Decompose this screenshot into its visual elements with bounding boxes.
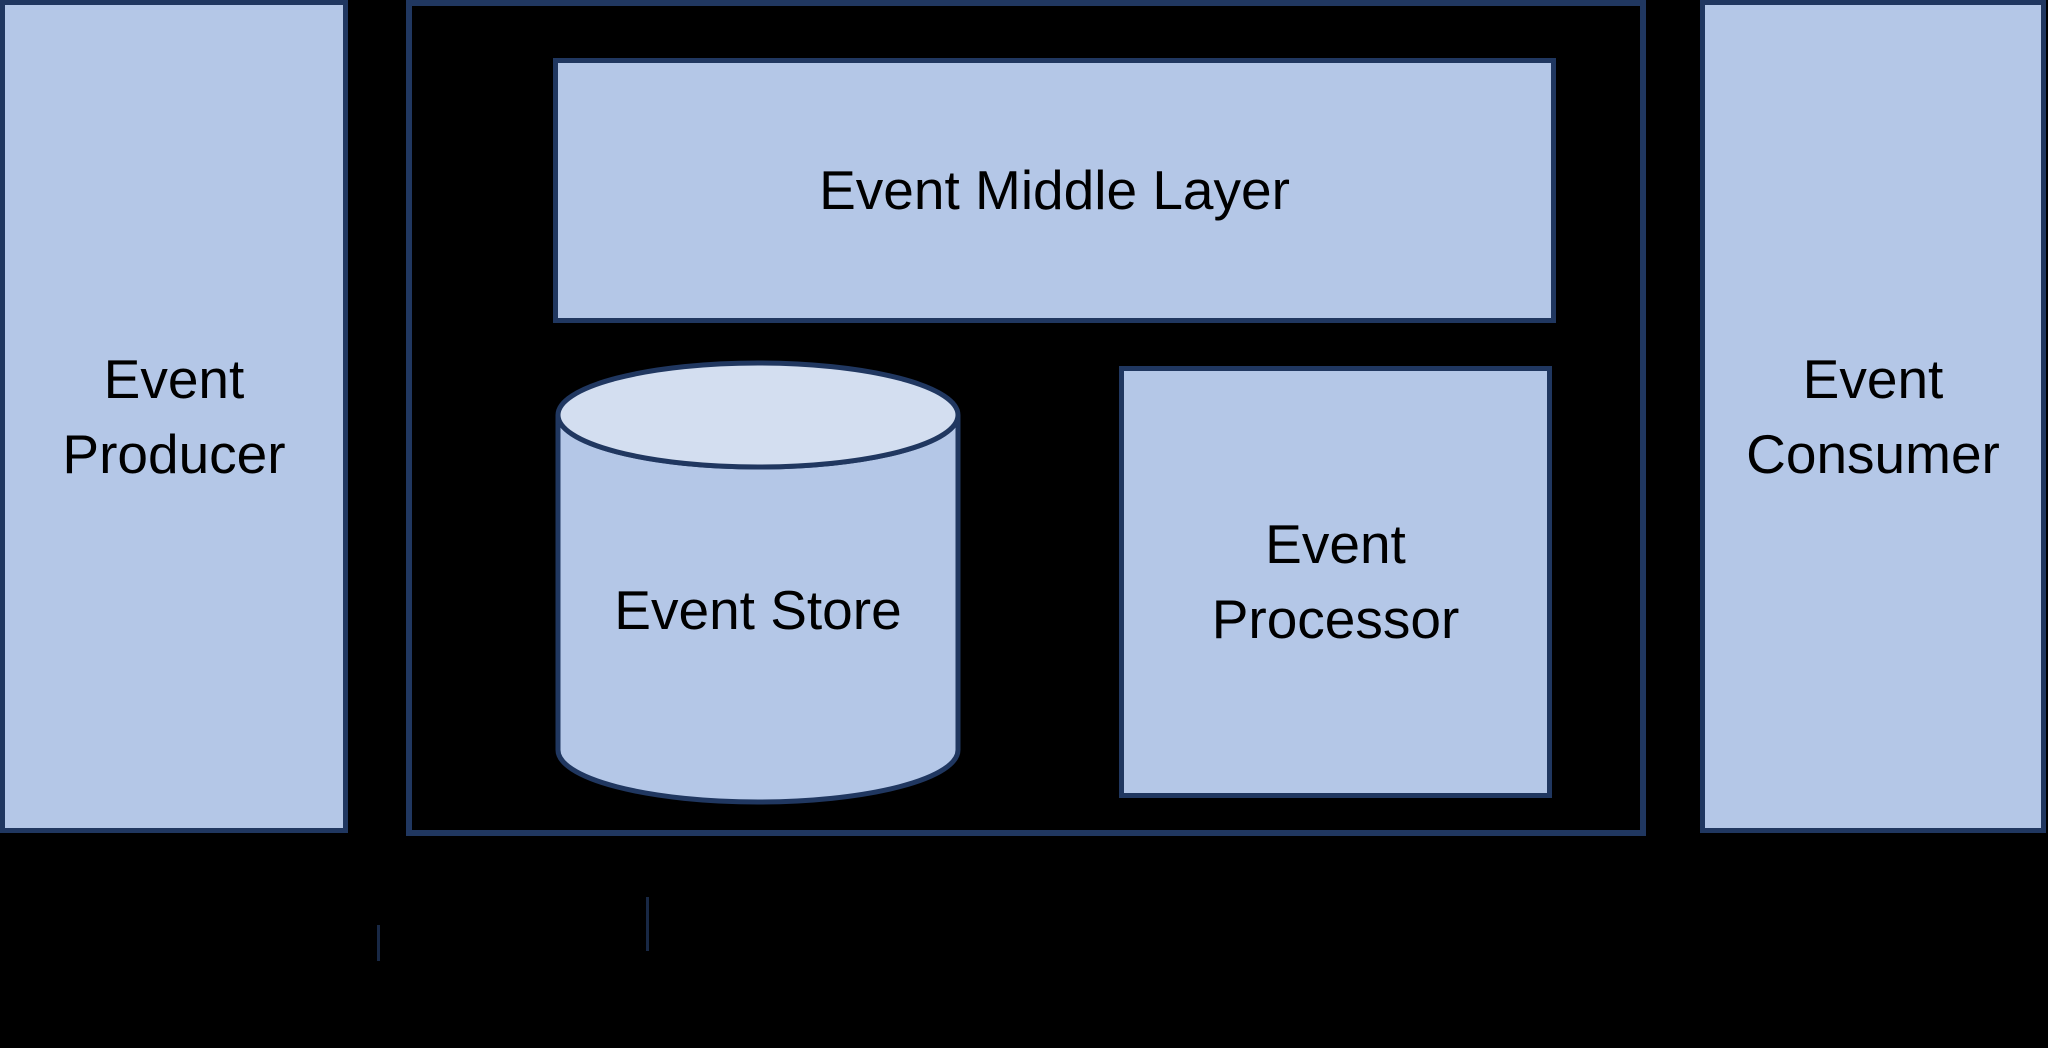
event-consumer-label-line2: Consumer [1746,422,2000,485]
event-middle-layer-box: Event Middle Layer [553,58,1556,323]
faint-connector-line-1 [377,925,380,961]
event-consumer-box: Event Consumer [1700,0,2046,833]
event-processor-label: Event Processor [1212,507,1460,657]
event-store-cylinder [555,360,961,805]
faint-connector-line-2 [646,897,649,951]
event-producer-label-line1: Event [103,347,245,410]
event-producer-label: Event Producer [62,342,285,492]
event-processor-label-line2: Processor [1211,588,1460,650]
event-processor-box: Event Processor [1119,366,1552,798]
event-producer-label-line2: Producer [62,422,286,485]
event-processor-label-line1: Event [1265,513,1406,575]
event-consumer-label-line1: Event [1802,347,1944,410]
event-producer-box: Event Producer [0,0,348,833]
event-middle-layer-label: Event Middle Layer [819,159,1290,221]
event-store-label: Event Store [553,430,963,790]
event-consumer-label: Event Consumer [1746,342,2000,492]
event-store-label-text: Event Store [614,578,902,641]
cylinder-top-ellipse [555,360,961,470]
